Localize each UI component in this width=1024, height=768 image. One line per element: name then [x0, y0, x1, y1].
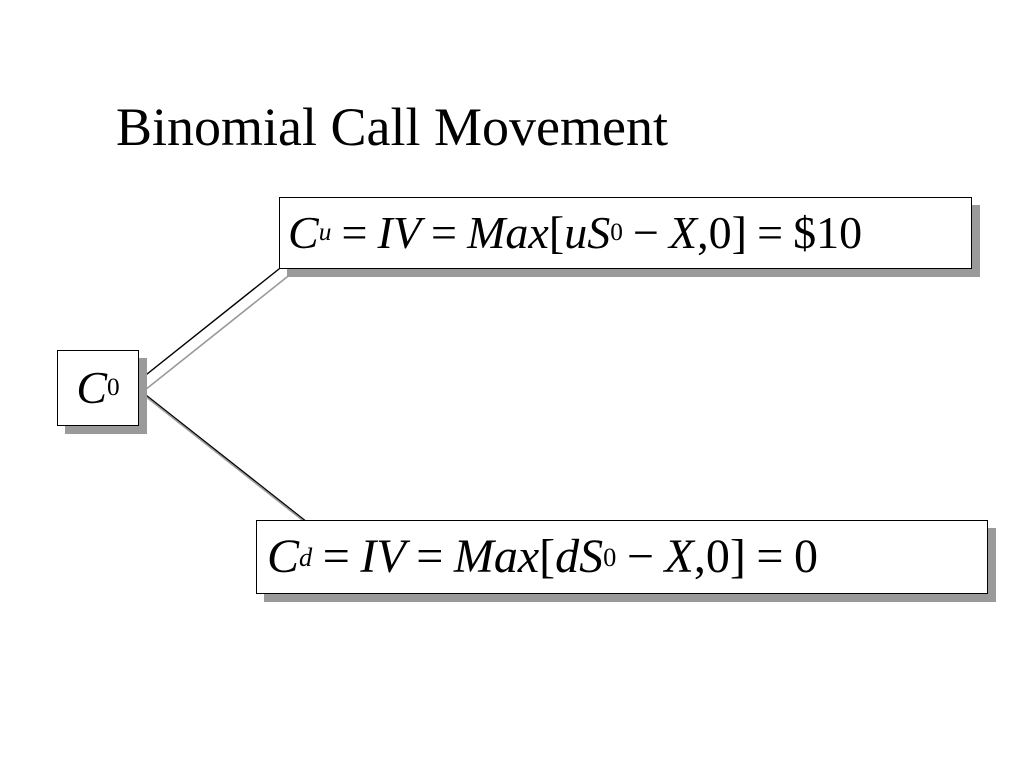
- down-max: Max: [453, 530, 540, 583]
- up-price-subscript: 0: [610, 218, 623, 247]
- slide-title: Binomial Call Movement: [116, 97, 668, 157]
- up-branch-line: [136, 264, 285, 383]
- down-price: S: [579, 530, 604, 583]
- down-price-subscript: 0: [603, 541, 617, 572]
- down-close-bracket: ]: [729, 530, 746, 583]
- up-open-bracket: [: [548, 207, 565, 258]
- down-factor: d: [555, 530, 580, 583]
- up-iv: IV: [377, 207, 421, 258]
- down-minus: −: [626, 530, 654, 583]
- up-equals-3: =: [757, 207, 784, 258]
- down-equals-3: =: [756, 530, 784, 583]
- down-open-bracket: [: [539, 530, 556, 583]
- up-close-bracket: ]: [731, 207, 747, 258]
- down-symbol: C: [267, 530, 300, 583]
- down-comma-zero: ,0: [693, 530, 730, 583]
- up-minus: −: [632, 207, 659, 258]
- up-strike: X: [669, 207, 698, 258]
- down-subscript: d: [299, 541, 313, 572]
- down-branch-line-shadow: [144, 395, 321, 535]
- up-symbol: C: [288, 207, 319, 258]
- down-branch-line: [136, 387, 313, 527]
- down-equals-2: =: [416, 530, 444, 583]
- up-equals-2: =: [431, 207, 457, 258]
- up-price: S: [587, 207, 611, 258]
- up-subscript: u: [318, 218, 332, 247]
- up-max: Max: [467, 207, 549, 258]
- up-equals-1: =: [341, 207, 368, 258]
- root-subscript: 0: [107, 373, 120, 402]
- root-symbol: C: [76, 362, 108, 413]
- up-branch-line-shadow: [144, 272, 293, 391]
- down-result: 0: [794, 530, 819, 583]
- down-iv: IV: [360, 530, 406, 583]
- down-equals-1: =: [322, 530, 350, 583]
- down-strike: X: [664, 530, 694, 583]
- up-result: $10: [793, 207, 863, 258]
- up-comma-zero: ,0: [697, 207, 732, 258]
- up-factor: u: [564, 207, 588, 258]
